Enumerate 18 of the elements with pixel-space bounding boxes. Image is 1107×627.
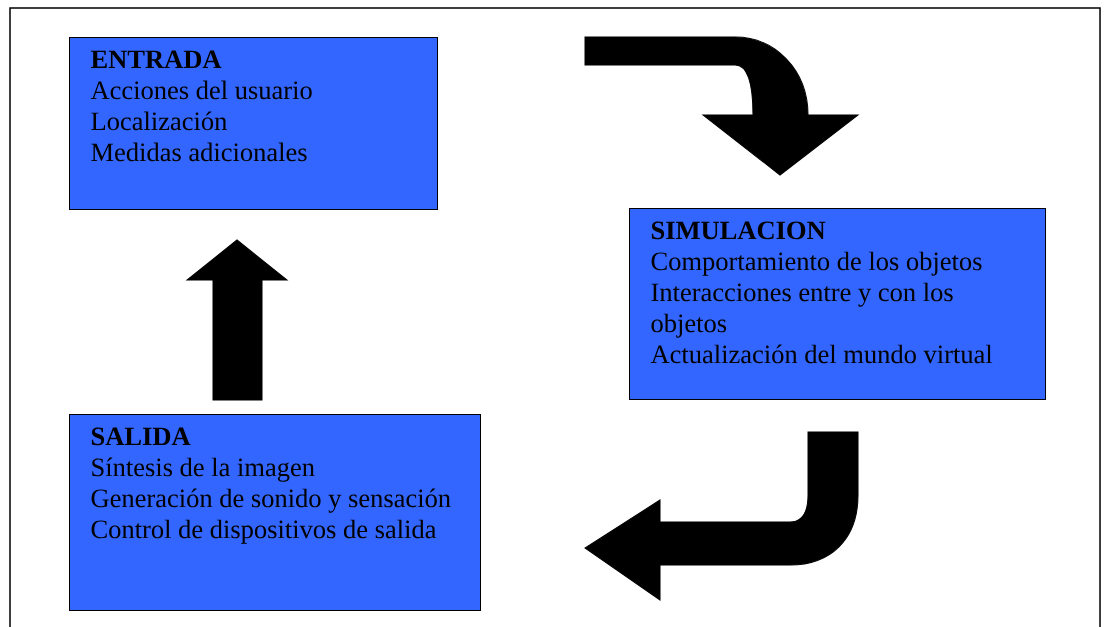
block-arrow [186,239,288,401]
box-text: Síntesis de la imagen [92,457,315,482]
box-text: Interacciones entre y con los objetos [651,282,953,338]
box-heading: ENTRADA [90,50,222,69]
box-text: Comportamiento de los objetos [651,251,982,276]
box-heading: SIMULACION [651,221,826,240]
box-text: Control de dispositivos de salida [91,519,437,544]
process-box [69,37,438,210]
box-text: Medidas adicionales [91,142,307,162]
box-text: Localización [91,111,227,131]
box-text: Actualización del mundo virtual [650,344,993,364]
curved-arrow [584,431,859,601]
curved-arrow [584,36,859,176]
process-box [629,208,1046,400]
box-text: Acciones del usuario [90,80,312,100]
process-box [69,414,481,611]
box-heading: SALIDA [91,427,191,446]
box-text: Generación de sonido y sensación [91,488,451,513]
